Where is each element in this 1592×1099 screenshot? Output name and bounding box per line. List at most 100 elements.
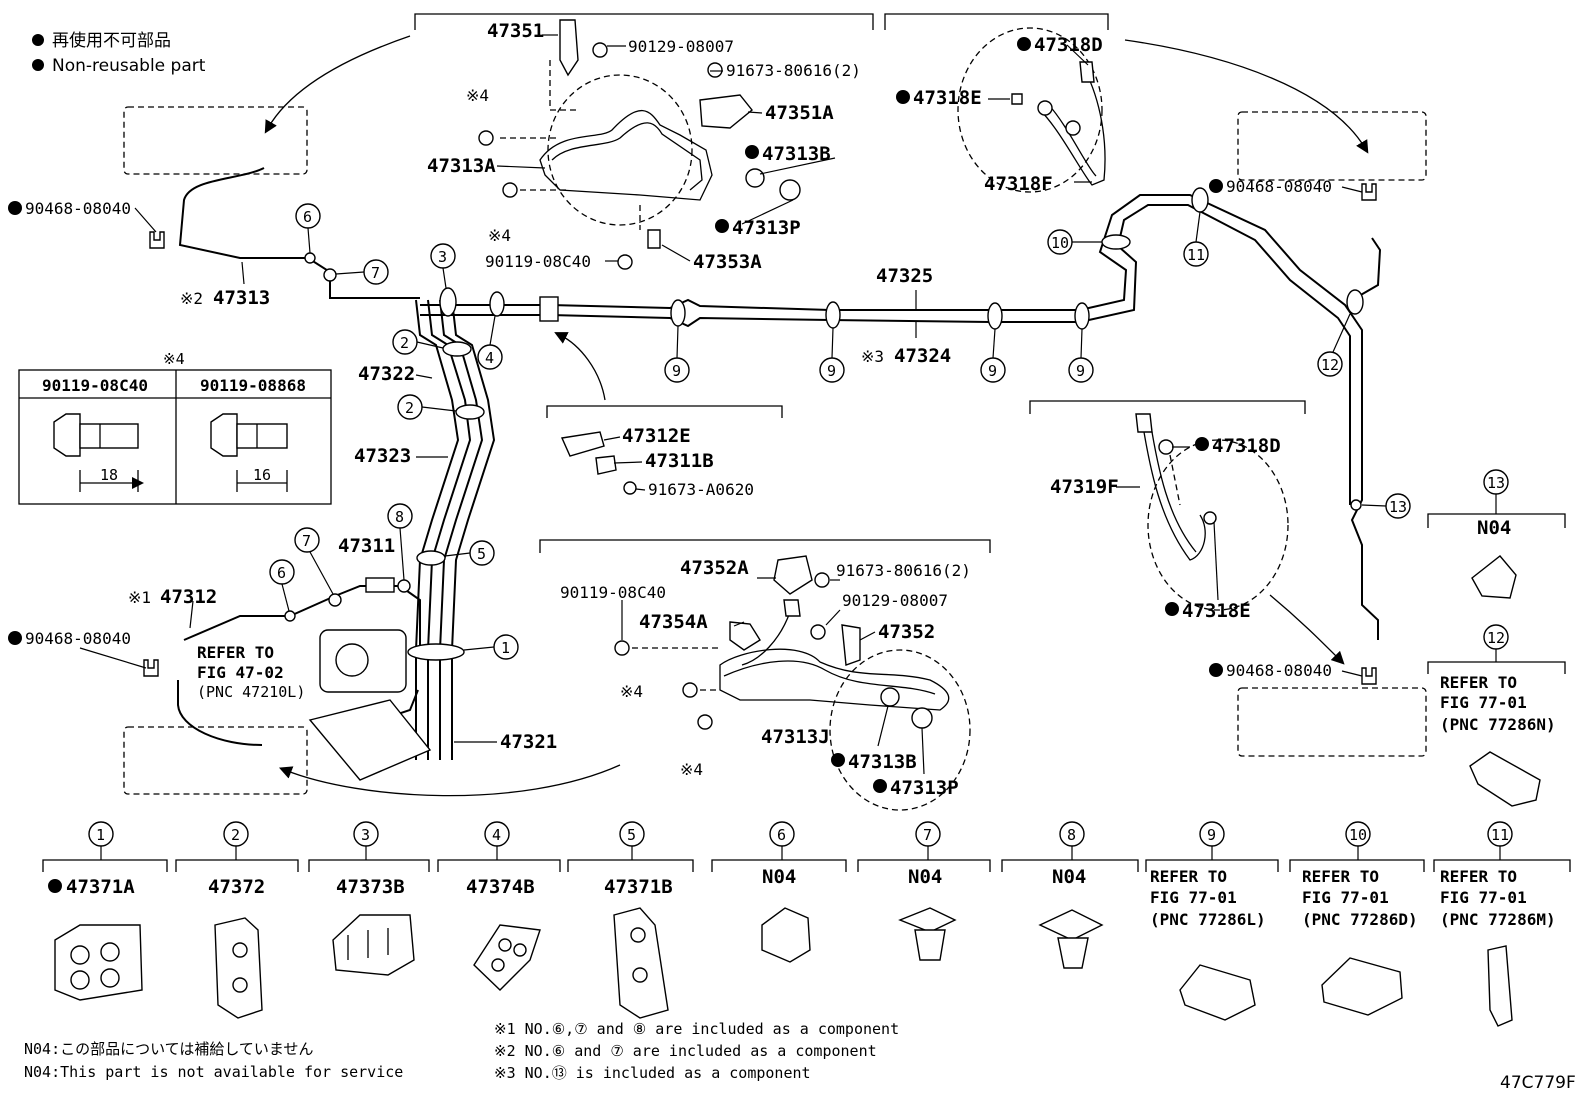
ground-strap-rear xyxy=(1135,413,1289,611)
label-90119-08C40-b: 90119-08C40 xyxy=(560,583,666,602)
non-reusable-dot-icon xyxy=(745,145,759,159)
callout-6b: 6 xyxy=(277,564,286,582)
clamp-47374B-icon xyxy=(473,924,541,991)
non-reusable-dot-icon xyxy=(1209,663,1223,677)
bottom-callout: 7 xyxy=(923,826,932,844)
part-labels: 47351 90129-08007 91673-80616(2) 47351A … xyxy=(8,20,1332,799)
bottom-col-3: 3 47373B xyxy=(308,821,430,976)
non-reusable-dot-icon xyxy=(831,753,845,767)
label-47313P: 47313P xyxy=(732,217,801,239)
bottom-col-1: 1 47371A xyxy=(42,821,168,1001)
clamp-77286N-icon xyxy=(1469,751,1541,807)
bottom-col-11: 11 REFER TO FIG 77-01 (PNC 77286M) xyxy=(1433,821,1571,1027)
bottom-label: N04 xyxy=(1052,866,1086,888)
non-reusable-dot-icon xyxy=(896,90,910,104)
group-brackets xyxy=(414,13,1306,553)
label-47313J: 47313J xyxy=(761,726,830,748)
clamp-77286M-icon xyxy=(1487,945,1513,1027)
ground-strap-top xyxy=(957,27,1106,193)
bottom-label: REFER TO xyxy=(1440,867,1517,886)
bottom-label-2: FIG 77-01 xyxy=(1150,888,1237,907)
label-90468-08040-tr: 90468-08040 xyxy=(1226,177,1332,196)
label-90119-08C40: 90119-08C40 xyxy=(485,252,591,271)
non-reusable-dot-icon xyxy=(1017,37,1031,51)
bottom-label-3: (PNC 77286L) xyxy=(1150,910,1266,929)
refer-7701N-l1: REFER TO xyxy=(1440,673,1517,692)
bolt-icon xyxy=(53,413,81,457)
label-47313B: 47313B xyxy=(762,143,831,165)
label-47312E: 47312E xyxy=(622,425,691,447)
non-reusable-dot-icon xyxy=(48,879,62,893)
figure-id: 47C779F xyxy=(1500,1073,1576,1093)
label-mark4c: ※4 xyxy=(620,682,643,701)
label-mark2: ※2 xyxy=(180,289,203,308)
side-callout-12: 12 xyxy=(1487,629,1505,647)
callout-7b: 7 xyxy=(302,532,311,550)
clip-n04-icon xyxy=(1471,555,1517,599)
label-47352: 47352 xyxy=(878,621,935,643)
clips-90468 xyxy=(143,183,1377,685)
refer-7701N-l2: FIG 77-01 xyxy=(1440,693,1527,712)
non-reusable-dot-icon xyxy=(32,59,44,71)
bottom-row-parts: 1 47371A 2 47372 3 47373B 4 47 xyxy=(42,821,1571,1027)
callout-2b: 2 xyxy=(405,399,414,417)
bottom-label-2: FIG 77-01 xyxy=(1440,888,1527,907)
side-panel-12: 12 REFER TO FIG 77-01 (PNC 77286N) xyxy=(1427,624,1566,807)
label-47321: 47321 xyxy=(500,731,557,753)
clamp-47372-icon xyxy=(214,917,263,1019)
callout-8: 8 xyxy=(395,508,404,526)
label-47318F: 47318F xyxy=(984,173,1053,195)
non-reusable-dot-icon xyxy=(715,219,729,233)
callout-11: 11 xyxy=(1187,246,1205,264)
label-47313P-b: 47313P xyxy=(890,777,959,799)
label-91673-80616: 91673-80616(2) xyxy=(726,61,861,80)
label-mark4b: ※4 xyxy=(488,226,511,245)
brake-actuator xyxy=(308,577,432,781)
clamps xyxy=(284,187,1364,661)
clamp-47373B-icon xyxy=(332,914,415,976)
label-47318D: 47318D xyxy=(1034,34,1103,56)
bottom-callout: 5 xyxy=(627,826,636,844)
label-47351: 47351 xyxy=(487,20,544,42)
joint-parts xyxy=(560,431,637,495)
label-47318E-b: 47318E xyxy=(1182,600,1251,622)
bottom-callout: 9 xyxy=(1207,826,1216,844)
bottom-col-6: 6 N04 xyxy=(711,821,847,963)
label-47319F: 47319F xyxy=(1050,476,1119,498)
bottom-callout: 8 xyxy=(1067,826,1076,844)
legend-jp: 再使用不可部品 xyxy=(52,30,171,51)
bolt-col1-label: 90119-08C40 xyxy=(42,376,148,395)
clip-n04-icon xyxy=(761,907,811,963)
callout-13: 13 xyxy=(1389,498,1407,516)
non-reusable-dot-icon xyxy=(1209,179,1223,193)
note-n04-jp: N04:この部品については補給していません xyxy=(24,1040,313,1058)
label-90468-08040-bl: 90468-08040 xyxy=(25,629,131,648)
legend: 再使用不可部品 Non-reusable part xyxy=(32,30,206,76)
non-reusable-dot-icon xyxy=(1195,437,1209,451)
rear-hose-assembly xyxy=(614,555,971,811)
bottom-callout: 10 xyxy=(1349,826,1367,844)
bottom-col-5: 5 47371B xyxy=(567,821,694,1019)
non-reusable-dot-icon xyxy=(8,201,22,215)
refer-4702-l3: (PNC 47210L) xyxy=(197,683,305,701)
bottom-label: 47371A xyxy=(66,876,135,898)
bottom-label: REFER TO xyxy=(1150,867,1227,886)
callout-4: 4 xyxy=(485,349,494,367)
bottom-callout: 6 xyxy=(777,826,786,844)
label-47323: 47323 xyxy=(354,445,411,467)
callout-6: 6 xyxy=(303,208,312,226)
bottom-col-8: 8 N04 xyxy=(1001,821,1139,969)
label-mark4d: ※4 xyxy=(680,760,703,779)
bolt-col1-length: 18 xyxy=(100,466,118,484)
label-90129-08007-b: 90129-08007 xyxy=(842,591,948,610)
side-13-label: N04 xyxy=(1477,517,1511,539)
bottom-label: 47372 xyxy=(208,876,265,898)
callouts: 6 7 3 4 2 2 5 8 7 6 1 9 9 9 9 10 11 12 xyxy=(269,203,1411,660)
label-47322: 47322 xyxy=(358,363,415,385)
direction-arrows xyxy=(264,35,1369,797)
bottom-label: N04 xyxy=(908,866,942,888)
bottom-label: 47374B xyxy=(466,876,535,898)
callout-12: 12 xyxy=(1321,356,1339,374)
bottom-label: 47371B xyxy=(604,876,673,898)
non-reusable-dot-icon xyxy=(1165,602,1179,616)
